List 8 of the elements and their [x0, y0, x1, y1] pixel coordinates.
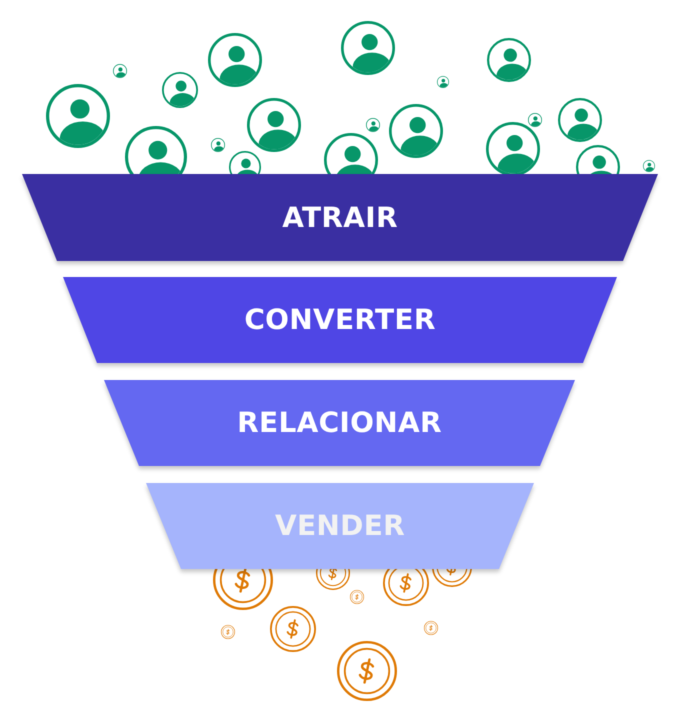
- funnel-stage: [22, 174, 658, 261]
- stage-label: RELACIONAR: [237, 406, 442, 440]
- stage-label: VENDER: [275, 509, 405, 543]
- funnel-stage: [104, 380, 575, 466]
- stage-label: ATRAIR: [282, 200, 398, 234]
- funnel-stage: [63, 277, 617, 363]
- funnel-stage: [146, 483, 534, 569]
- stage-label: CONVERTER: [244, 303, 436, 337]
